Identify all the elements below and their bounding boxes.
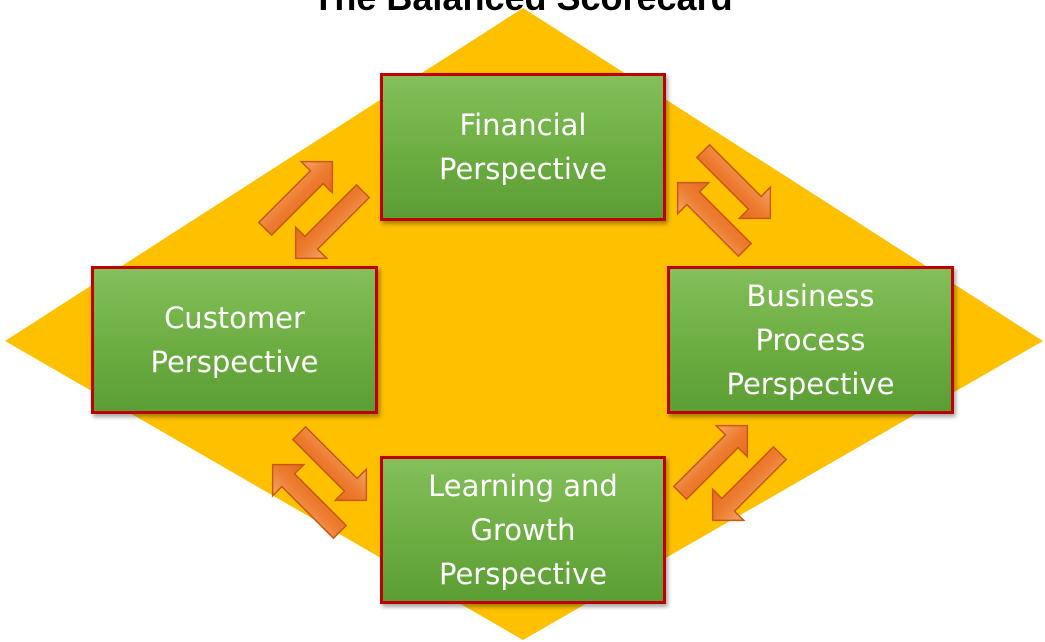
business-process-perspective-box: Business Process Perspective: [667, 266, 954, 414]
arrow-customer-to-learning: [291, 425, 368, 502]
customer-perspective-box: Customer Perspective: [91, 266, 378, 414]
learning-growth-perspective-box: Learning and Growth Perspective: [380, 456, 666, 604]
financial-perspective-label: Financial Perspective: [439, 108, 607, 186]
financial-perspective-box: Financial Perspective: [380, 73, 666, 221]
arrow-learning-to-business: [672, 424, 749, 501]
learning-growth-perspective-label: Learning and Growth Perspective: [428, 469, 618, 591]
arrow-business-to-learning: [711, 445, 788, 522]
arrow-learning-to-customer: [271, 463, 348, 540]
business-process-perspective-label: Business Process Perspective: [726, 279, 895, 401]
arrow-financial-to-business: [695, 143, 772, 220]
connection-arrows: [257, 143, 788, 540]
diagram-title: The Balanced Scorecard: [0, 0, 1045, 20]
background-diamond: [5, 8, 1043, 640]
arrow-financial-to-customer: [294, 183, 371, 260]
arrow-customer-to-financial: [257, 160, 334, 237]
arrow-business-to-financial: [676, 181, 753, 258]
customer-perspective-label: Customer Perspective: [150, 301, 319, 379]
